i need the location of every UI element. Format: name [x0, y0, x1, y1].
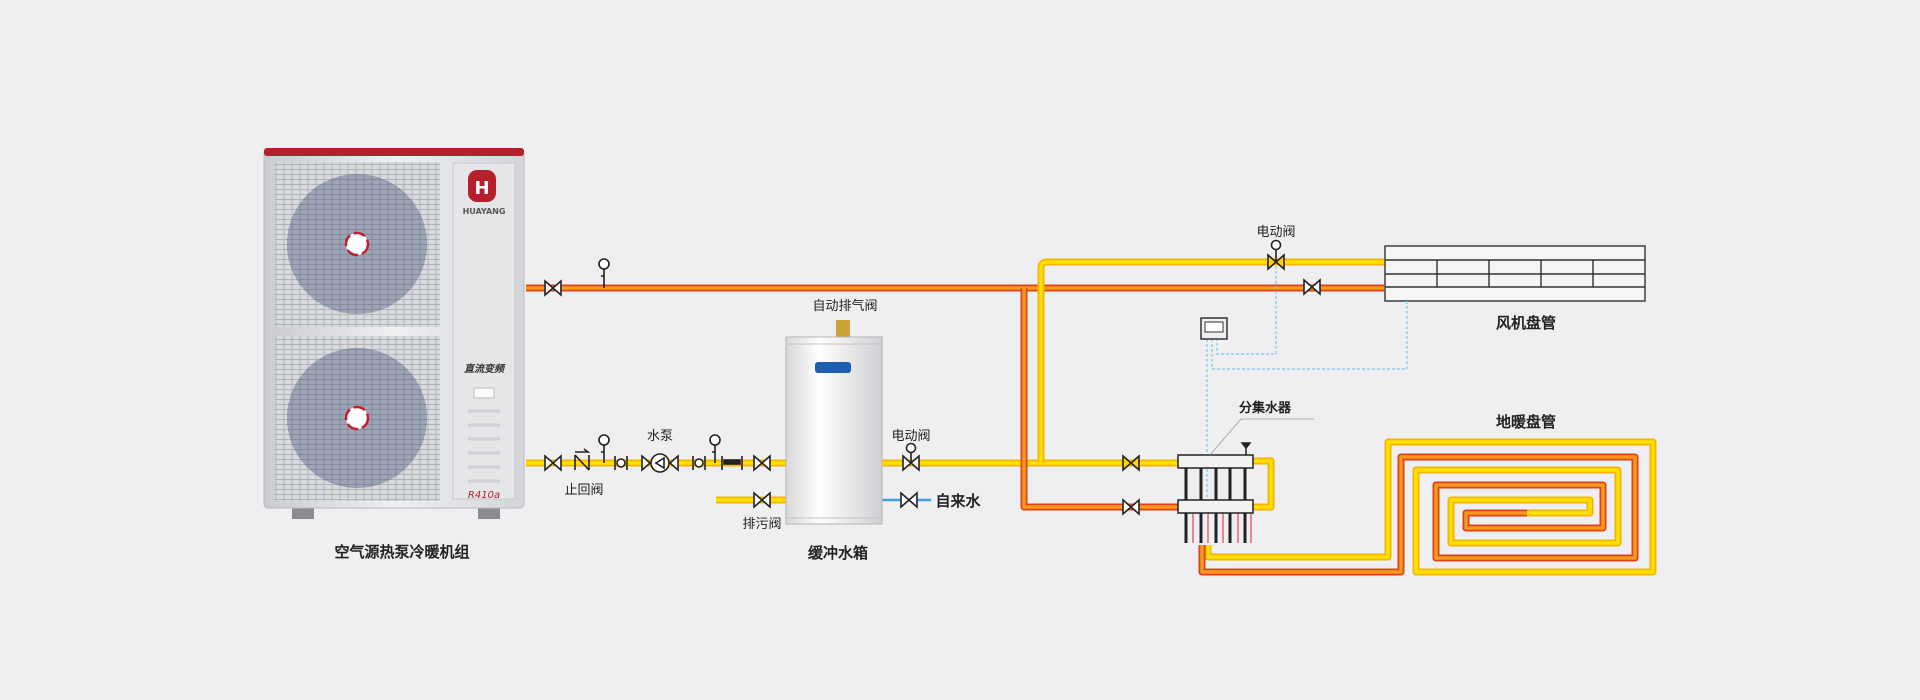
tank-brand-logo — [815, 362, 851, 373]
control-wire — [1216, 266, 1277, 355]
manifold-label: 分集水器 — [1239, 400, 1292, 416]
drain-valve-icon[interactable] — [753, 491, 771, 509]
brand-logo: H HUAYANG — [463, 170, 506, 216]
check-valve-label: 止回阀 — [564, 483, 603, 498]
drain-valve-label: 排污阀 — [742, 517, 781, 532]
motorized-valve-icon[interactable] — [902, 442, 920, 472]
svg-text:HUAYANG: HUAYANG — [463, 207, 506, 216]
fan-coil-unit[interactable] — [1384, 245, 1646, 302]
return-riser-pipe — [1020, 288, 1178, 511]
gate-valve-icon[interactable] — [1122, 454, 1140, 472]
auto-air-vent-icon — [836, 320, 850, 337]
unit-vents — [468, 409, 500, 483]
water-pump-icon[interactable] — [641, 453, 679, 473]
water-pump-label: 水泵 — [647, 429, 673, 444]
buffer-tank — [785, 320, 883, 525]
thermostat-controller[interactable] — [1200, 317, 1228, 340]
upper-fan-icon — [274, 162, 440, 327]
fan-coil-label: 风机盘管 — [1496, 314, 1556, 332]
manifold-leader-line — [1209, 418, 1314, 456]
heat-pump-unit: H HUAYANG 直流变频 R410a — [263, 148, 525, 519]
union-fitting-icon — [692, 456, 706, 470]
buffer-tank-label: 缓冲水箱 — [808, 544, 868, 562]
union-fitting-icon — [614, 456, 628, 470]
pressure-gauge-icon — [709, 434, 721, 463]
supply-riser-pipe — [1037, 258, 1384, 463]
refrigerant-badge: R410a — [468, 490, 500, 501]
motorized-valve-icon[interactable] — [1267, 239, 1285, 271]
floor-heating-coil — [1198, 438, 1657, 576]
gate-valve-icon[interactable] — [1303, 278, 1321, 296]
tap-water-label: 自来水 — [935, 492, 981, 510]
gate-valve-icon[interactable] — [544, 279, 562, 297]
lower-fan-icon — [274, 336, 440, 501]
pressure-gauge-icon — [598, 434, 610, 463]
tap-water-valve-icon[interactable] — [900, 491, 918, 509]
unit-display-window — [473, 387, 495, 399]
manifold-air-vent-icon — [1240, 442, 1252, 455]
strainer-icon — [721, 456, 743, 470]
gate-valve-icon[interactable] — [544, 454, 562, 472]
motorized-valve-top-label: 电动阀 — [1256, 225, 1295, 240]
motorized-valve-label: 电动阀 — [891, 429, 930, 444]
control-wire — [1211, 301, 1408, 370]
dc-inverter-badge: 直流变频 — [464, 363, 506, 375]
manifold — [1177, 442, 1254, 543]
gate-valve-icon[interactable] — [753, 454, 771, 472]
svg-text:H: H — [474, 178, 489, 199]
unit-top-strip — [264, 148, 524, 156]
manifold-bypass-loop — [1253, 457, 1275, 511]
heat-pump-unit-label: 空气源热泵冷暖机组 — [334, 543, 469, 561]
floor-heating-coil-label: 地暖盘管 — [1496, 413, 1556, 431]
gate-valve-icon[interactable] — [1122, 498, 1140, 516]
check-valve-icon[interactable] — [574, 448, 591, 471]
pressure-gauge-icon — [598, 258, 610, 288]
auto-air-vent-label: 自动排气阀 — [812, 298, 877, 314]
